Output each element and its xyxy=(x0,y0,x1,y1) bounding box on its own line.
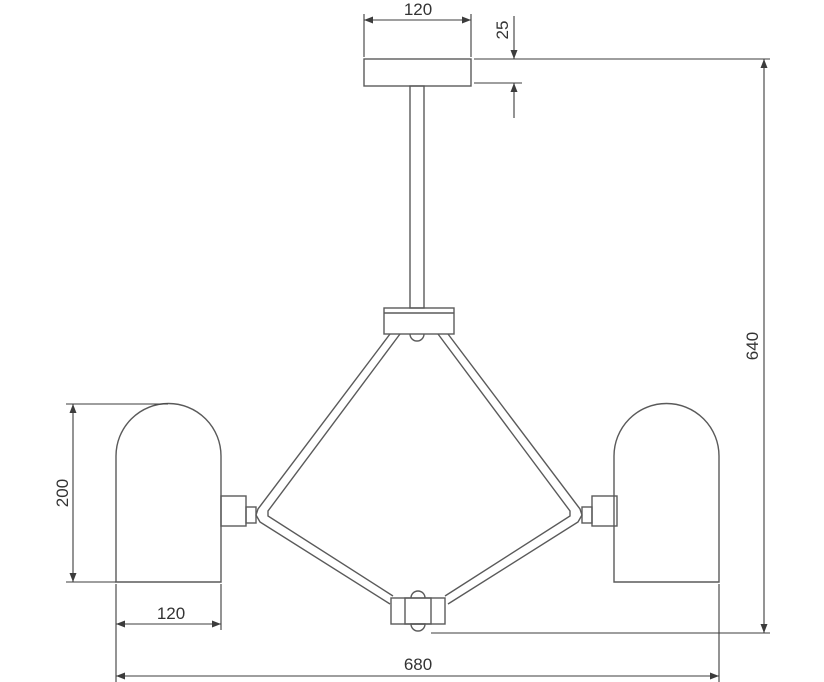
dim-canopy-width: 120 xyxy=(363,0,472,57)
upper-hub-knob xyxy=(409,333,425,342)
lower-hub-bottom-knob xyxy=(410,623,426,632)
lower-hub xyxy=(390,597,446,625)
left-shade xyxy=(115,402,222,583)
left-shade-mount xyxy=(220,495,247,527)
canopy-width-label: 120 xyxy=(404,0,432,19)
right-shade-mount xyxy=(591,495,618,527)
shade-height-label: 200 xyxy=(53,479,72,507)
lower-hub-top-knob xyxy=(410,590,426,599)
total-width-label: 680 xyxy=(404,655,432,674)
canopy-height-label: 25 xyxy=(493,21,512,40)
dim-total-height: 640 xyxy=(431,59,770,634)
ceiling-canopy xyxy=(363,58,472,87)
stem-rod xyxy=(409,85,425,309)
diamond-frame xyxy=(255,333,583,605)
upper-hub xyxy=(383,307,455,335)
dim-total-width: 680 xyxy=(116,584,720,682)
shade-width-label: 120 xyxy=(157,604,185,623)
total-height-label: 640 xyxy=(743,332,762,360)
fixture xyxy=(115,58,720,632)
right-shade xyxy=(613,402,720,583)
dim-shade-height: 200 xyxy=(53,403,168,583)
left-arm-joint xyxy=(245,506,257,524)
dim-canopy-height: 25 xyxy=(474,16,770,118)
right-arm-joint xyxy=(581,506,593,524)
dim-shade-width: 120 xyxy=(115,584,222,682)
